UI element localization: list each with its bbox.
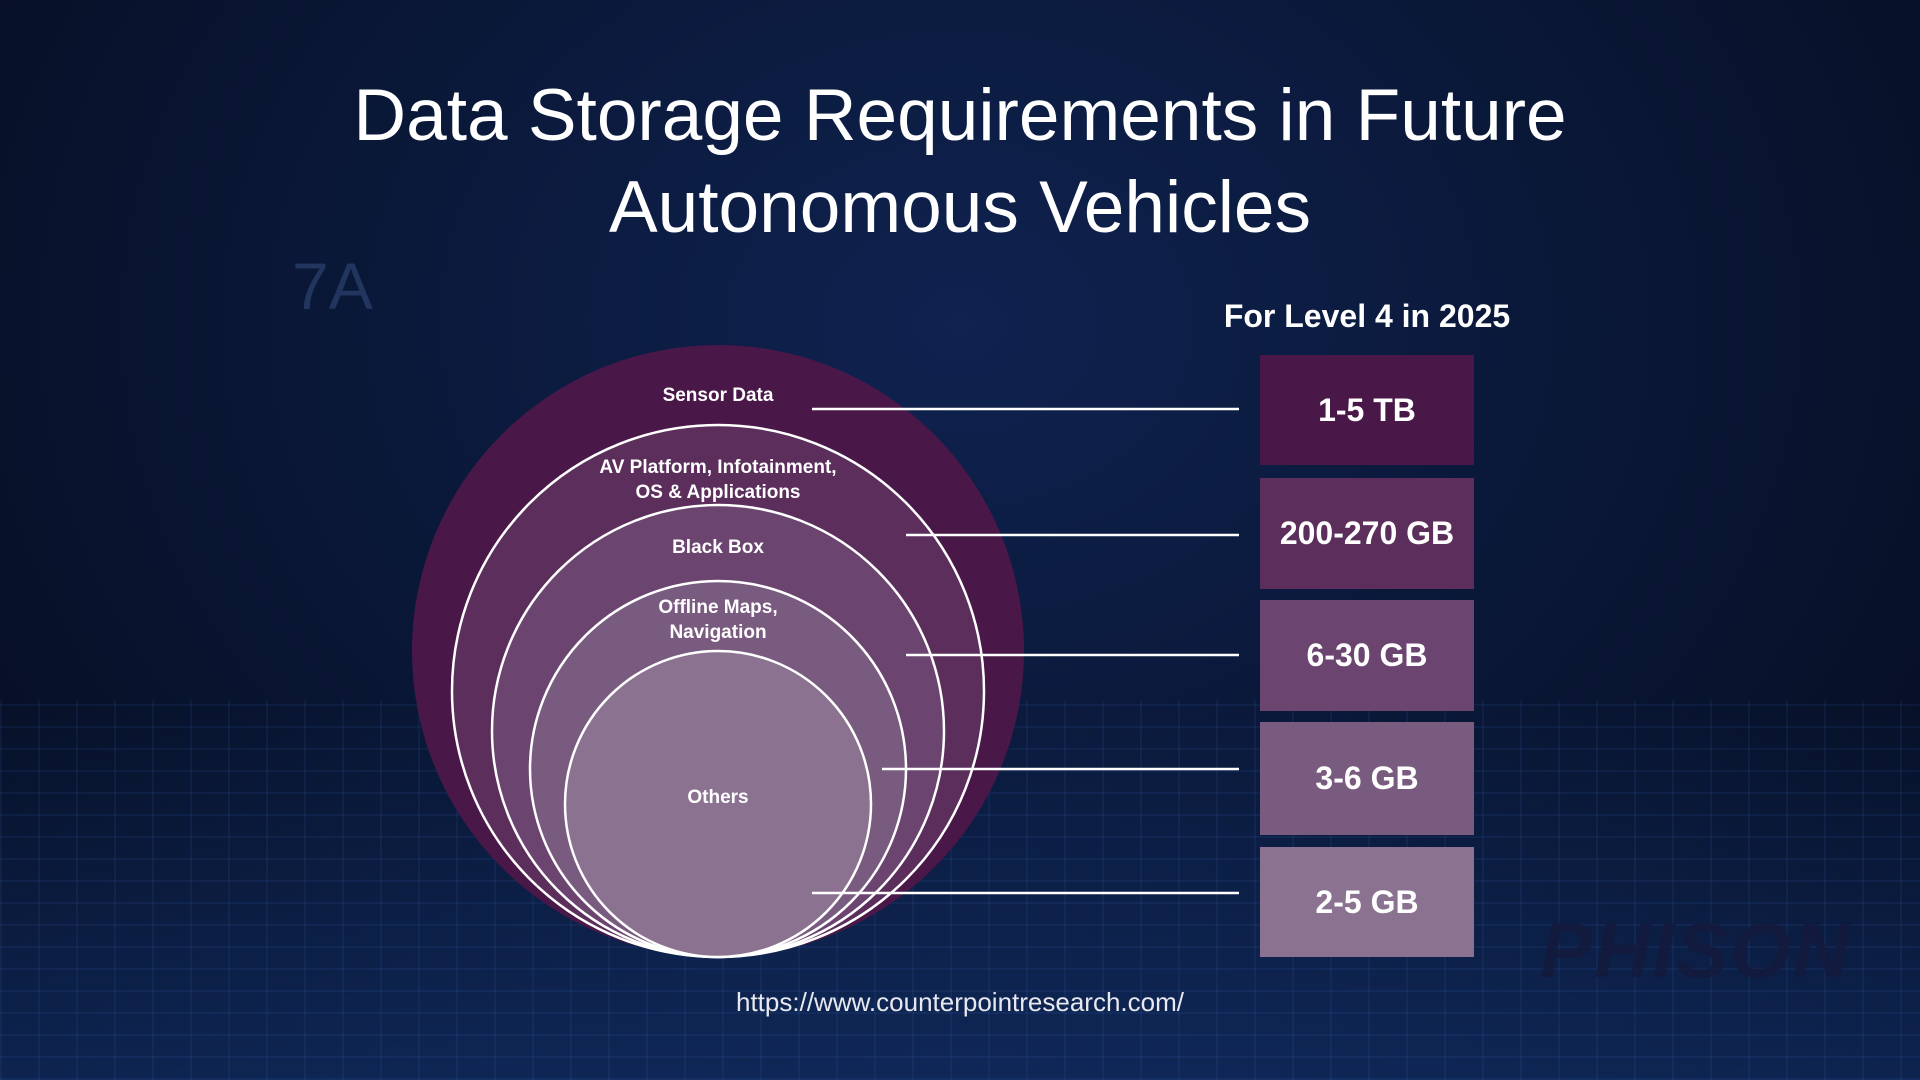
value-box-av: 200-270 GB <box>1260 478 1474 589</box>
title-line-2: Autonomous Vehicles <box>608 167 1312 248</box>
title-line-1: Data Storage Requirements in Future <box>353 75 1567 156</box>
label-sensor-data: Sensor Data <box>662 385 774 406</box>
label-others: Others <box>687 787 749 808</box>
label-maps-line-1: Offline Maps, <box>658 597 778 618</box>
value-box-sensor: 1-5 TB <box>1260 355 1474 465</box>
page-title: Data Storage Requirements in Future Auto… <box>0 70 1920 254</box>
label-offline-maps: Offline Maps, Navigation <box>518 595 918 645</box>
label-av-line-2: OS & Applications <box>635 482 801 503</box>
background-text: 7A <box>292 249 373 323</box>
value-box-others: 2-5 GB <box>1260 847 1474 957</box>
value-box-blackbox: 6-30 GB <box>1260 600 1474 711</box>
label-av-platform: AV Platform, Infotainment, OS & Applicat… <box>518 455 918 505</box>
circle-others <box>563 649 873 959</box>
source-url: https://www.counterpointresearch.com/ <box>736 987 1184 1017</box>
label-black-box: Black Box <box>672 537 764 558</box>
value-box-maps: 3-6 GB <box>1260 722 1474 835</box>
level-heading: For Level 4 in 2025 <box>1223 298 1511 334</box>
phison-watermark: PHISON <box>1540 906 1852 994</box>
label-maps-line-2: Navigation <box>669 622 767 643</box>
label-av-line-1: AV Platform, Infotainment, <box>599 457 837 478</box>
